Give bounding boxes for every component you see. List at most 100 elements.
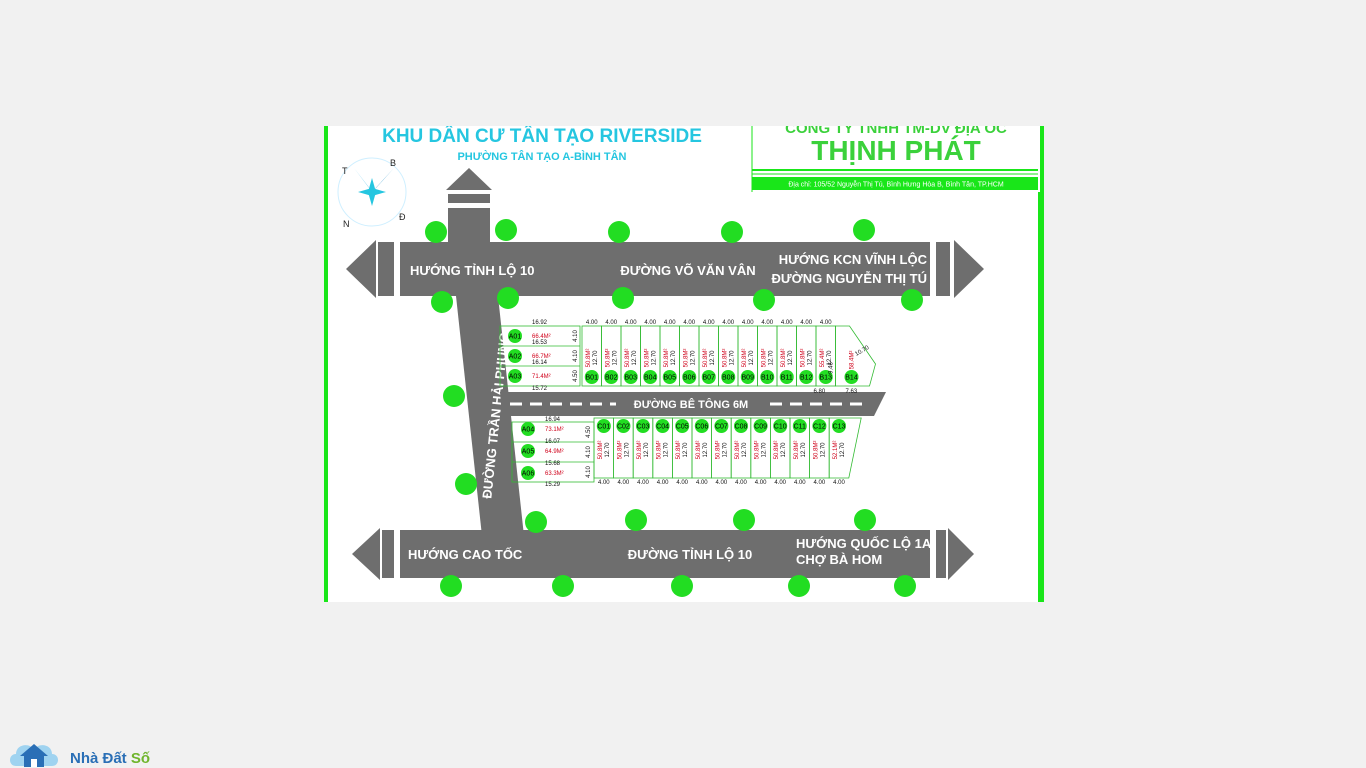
lot-area-A04: 73.1M² bbox=[545, 427, 564, 433]
lot-C05-marker bbox=[675, 419, 690, 433]
lot-width-B11: 4.00 bbox=[781, 320, 793, 326]
lot-A05-marker bbox=[521, 444, 535, 458]
site-plan-svg: KHU DÂN CƯ TÂN TẠO RIVERSIDE PHƯỜNG TÂN … bbox=[324, 126, 1044, 602]
lot-side-A05: 4.10 bbox=[586, 446, 592, 458]
lot-C08-marker bbox=[734, 419, 748, 433]
lot-area-B02: 50.8M² bbox=[605, 349, 611, 368]
lot-id-B14: B14 bbox=[845, 375, 858, 382]
lot-area-B08: 50.8M² bbox=[722, 349, 728, 368]
lot-id-A02: A02 bbox=[509, 354, 522, 361]
lot-id-B02: B02 bbox=[605, 375, 618, 382]
lot-top-A04: 16.94 bbox=[545, 417, 561, 423]
compass-rose-icon: T B N Đ bbox=[337, 157, 407, 229]
frame-border-left bbox=[324, 126, 328, 602]
lot-depth-B12: 12.70 bbox=[807, 350, 813, 366]
lot-width-B03: 4.00 bbox=[625, 320, 637, 326]
lot-id-C07: C07 bbox=[715, 424, 728, 431]
lot-id-C01: C01 bbox=[597, 424, 610, 431]
lot-width-C09: 4.00 bbox=[755, 480, 767, 486]
lot-C12-marker bbox=[812, 419, 827, 433]
lot-width-C12: 4.00 bbox=[814, 480, 826, 486]
road-spur-north bbox=[446, 168, 492, 244]
frame-border-right bbox=[1038, 126, 1044, 602]
project-title: KHU DÂN CƯ TÂN TẠO RIVERSIDE bbox=[382, 126, 702, 147]
trees bbox=[425, 219, 923, 597]
label-cho-ba-hom: CHỢ BÀ HOM bbox=[796, 552, 882, 567]
lot-area-A01: 66.4M² bbox=[532, 334, 551, 340]
lot-width-C11: 4.00 bbox=[794, 480, 806, 486]
logo-accent: Số bbox=[130, 749, 151, 767]
lot-area-C10: 50.8M² bbox=[774, 441, 780, 460]
lot-width-C03: 4.00 bbox=[637, 480, 649, 486]
lot-side-A04: 4.50 bbox=[586, 426, 592, 438]
lot-area-B03: 50.8M² bbox=[625, 349, 631, 368]
lot-B14-side: 10.70 bbox=[854, 345, 871, 358]
lot-width-C13: 4.00 bbox=[833, 480, 845, 486]
compass-label-n: N bbox=[343, 219, 350, 229]
lot-depth-C10: 12.70 bbox=[781, 442, 787, 458]
lot-width-B08: 4.00 bbox=[722, 320, 734, 326]
lot-area-C03: 50.8M² bbox=[637, 441, 643, 460]
lot-id-C08: C08 bbox=[735, 424, 748, 431]
label-huong-kcn-vinh-loc: HƯỚNG KCN VĨNH LỘC bbox=[779, 252, 928, 267]
road-tinh-lo-10-bottom: HƯỚNG CAO TỐC ĐƯỜNG TỈNH LỘ 10 HƯỚNG QUỐ… bbox=[352, 528, 974, 580]
lot-width-C05: 4.00 bbox=[676, 480, 688, 486]
lot-area-B11: 50.8M² bbox=[781, 349, 787, 368]
lot-area-C07: 50.8M² bbox=[715, 441, 721, 460]
lot-id-C06: C06 bbox=[695, 424, 708, 431]
lot-depth-B09: 12.70 bbox=[749, 350, 755, 366]
lot-area-B04: 50.8M² bbox=[644, 349, 650, 368]
lot-A06-marker bbox=[521, 466, 535, 480]
company-name: THỊNH PHÁT bbox=[811, 135, 981, 166]
compass-label-t: T bbox=[342, 166, 348, 176]
lot-depth-B05: 12.70 bbox=[671, 350, 677, 366]
lot-C03-marker bbox=[636, 419, 650, 433]
tree-icon bbox=[443, 385, 465, 407]
lot-depth-B08: 12.70 bbox=[729, 350, 735, 366]
lot-area-B14: 58.4M² bbox=[850, 351, 856, 370]
lot-id-B11: B11 bbox=[781, 375, 793, 382]
lot-id-C13: C13 bbox=[833, 424, 846, 431]
lot-C11-marker bbox=[792, 419, 807, 433]
lot-depth-C11: 12.70 bbox=[801, 442, 807, 458]
lot-id-B06: B06 bbox=[683, 375, 696, 382]
lot-C07-marker bbox=[714, 419, 729, 433]
lot-depth-B02: 12.70 bbox=[612, 350, 618, 366]
lot-B14-right: 9.46 bbox=[829, 362, 835, 374]
lot-depth-B06: 12.70 bbox=[690, 350, 696, 366]
lot-id-C03: C03 bbox=[637, 424, 650, 431]
lot-width-B10: 4.00 bbox=[761, 320, 773, 326]
lot-area-C06: 50.8M² bbox=[696, 441, 702, 460]
lot-width-B12: 4.00 bbox=[800, 320, 812, 326]
lot-id-B01: B01 bbox=[586, 375, 599, 382]
nha-dat-so-logo[interactable]: Nhà Đất Số bbox=[8, 734, 150, 768]
lot-id-C05: C05 bbox=[676, 424, 689, 431]
lot-id-C11: C11 bbox=[794, 424, 806, 431]
lot-id-A06: A06 bbox=[522, 471, 535, 478]
lot-A02-marker bbox=[508, 349, 522, 363]
label-huong-cao-toc: HƯỚNG CAO TỐC bbox=[408, 547, 523, 562]
road-tran-hai-phung bbox=[456, 296, 524, 536]
lot-area-B05: 50.8M² bbox=[664, 349, 670, 368]
lot-depth-C12: 12.70 bbox=[820, 442, 826, 458]
tree-icon bbox=[854, 509, 876, 531]
lot-B03-marker bbox=[623, 370, 638, 384]
lot-depth-C09: 12.70 bbox=[762, 442, 768, 458]
lot-side-A03: 4.50 bbox=[573, 370, 579, 382]
road-vo-van-van: HƯỚNG TỈNH LỘ 10 ĐƯỜNG VÕ VĂN VÂN HƯỚNG … bbox=[346, 240, 984, 298]
lot-top-A03: 16.14 bbox=[532, 360, 548, 366]
lot-top-A05: 16.07 bbox=[545, 439, 561, 445]
company-address: Địa chỉ: 105/52 Nguyễn Thị Tú, Bình Hưng… bbox=[788, 180, 1003, 189]
lot-area-C05: 50.8M² bbox=[676, 441, 682, 460]
lot-area-A06: 63.3M² bbox=[545, 471, 564, 477]
lot-B14-marker bbox=[844, 370, 859, 384]
lot-area-B13: 55.4M² bbox=[820, 349, 826, 368]
lot-B05-marker bbox=[662, 370, 677, 384]
lot-B01-marker bbox=[584, 370, 599, 384]
lot-depth-B01: 12.70 bbox=[593, 350, 599, 366]
lot-depth-C13: 12.70 bbox=[840, 442, 846, 458]
lot-B02-marker bbox=[604, 370, 619, 384]
lot-B14-bottom: 7.63 bbox=[846, 389, 858, 395]
tree-icon bbox=[525, 511, 547, 533]
tree-icon bbox=[608, 221, 630, 243]
